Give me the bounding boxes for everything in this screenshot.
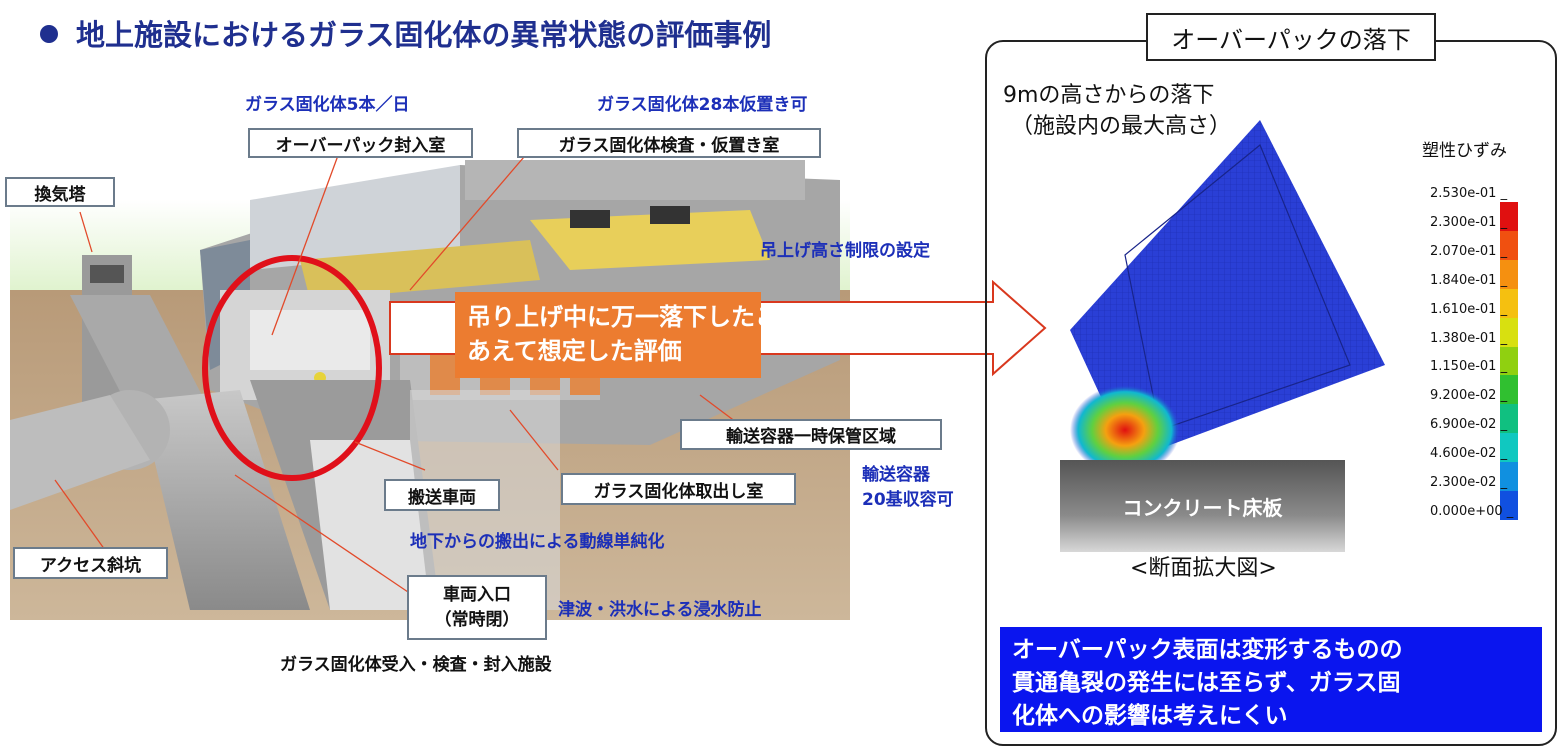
- transport-vehicle-label: 搬送車両: [384, 479, 500, 511]
- transport-capacity-note-2: 20基収容可: [862, 490, 954, 510]
- legend-color-swatch: [1500, 404, 1518, 434]
- inspection-room-label: ガラス固化体検査・仮置き室: [517, 128, 821, 158]
- legend-color-swatch: [1500, 346, 1518, 376]
- vehicle-entrance-line1: 車両入口: [443, 584, 511, 605]
- bullet-icon: [40, 25, 58, 43]
- legend-value: 0.000e+00 _: [1430, 503, 1514, 519]
- conclusion-line1: オーバーパック表面は変形するものの: [1012, 637, 1403, 663]
- fem-mesh-illustration: [1070, 120, 1385, 470]
- callout-line2: あえて想定した評価: [467, 337, 682, 365]
- transport-storage-label: 輸送容器一時保管区域: [680, 419, 942, 450]
- legend-color-swatch: [1500, 288, 1518, 318]
- vehicle-entrance-line2: （常時閉）: [434, 609, 520, 630]
- conclusion-line2: 貫通亀裂の発生には至らず、ガラス固: [1012, 670, 1401, 696]
- legend-color-swatch: [1500, 202, 1518, 231]
- transport-capacity-note-1: 輸送容器: [862, 465, 930, 485]
- drop-line1: 9mの高さからの落下: [1003, 83, 1215, 108]
- legend-value: 4.600e-02 _: [1430, 446, 1508, 462]
- panel-title: オーバーパックの落下: [1146, 13, 1436, 61]
- facility-caption: ガラス固化体受入・検査・封入施設: [280, 655, 552, 675]
- legend-color-swatch: [1500, 259, 1518, 289]
- lift-limit-note: 吊上げ高さ制限の設定: [760, 241, 930, 261]
- vehicle-entrance-label: 車両入口 （常時閉）: [407, 575, 547, 640]
- title-text: 地上施設におけるガラス固化体の異常状態の評価事例: [76, 18, 772, 52]
- conclusion-box: オーバーパック表面は変形するものの 貫通亀裂の発生には至らず、ガラス固 化体への…: [1000, 627, 1542, 732]
- legend-color-swatch: [1500, 491, 1518, 520]
- legend-value: 2.300e-02 _: [1430, 475, 1508, 490]
- drop-line2: （施設内の最大高さ）: [1011, 114, 1232, 139]
- callout-line1: 吊り上げ中に万一落下したことを: [467, 303, 827, 331]
- legend-value: 6.900e-02 _: [1430, 417, 1508, 433]
- concrete-floor: コンクリート床板: [1060, 460, 1345, 552]
- underground-note: 地下からの搬出による動線単純化: [410, 532, 665, 552]
- legend-color-swatch: [1500, 462, 1518, 492]
- legend-value: 2.530e-01 _: [1430, 186, 1508, 201]
- flood-note: 津波・洪水による浸水防止: [558, 600, 762, 620]
- conclusion-line3: 化体への影響は考えにくい: [1012, 703, 1288, 729]
- page-title: 地上施設におけるガラス固化体の異常状態の評価事例: [40, 12, 771, 54]
- drop-height-text: 9mの高さからの落下 （施設内の最大高さ）: [1003, 80, 1231, 142]
- legend-value: 9.200e-02 _: [1430, 388, 1508, 404]
- legend-value: 1.380e-01 _: [1430, 330, 1508, 346]
- legend-color-swatch: [1500, 317, 1518, 347]
- overpack-room-label: オーバーパック封入室: [248, 128, 473, 158]
- rate-note: ガラス固化体5本／日: [245, 95, 410, 115]
- legend-title: 塑性ひずみ: [1422, 141, 1507, 161]
- access-shaft-label: アクセス斜坑: [13, 547, 168, 579]
- legend-value: 2.070e-01 _: [1430, 243, 1508, 259]
- legend-color-swatch: [1500, 375, 1518, 405]
- legend-color-swatch: [1500, 230, 1518, 260]
- callout-box: 吊り上げ中に万一落下したことを あえて想定した評価: [455, 292, 827, 378]
- legend-value: 1.840e-01 _: [1430, 272, 1508, 288]
- section-label: <断面拡大図>: [1130, 556, 1277, 581]
- legend-value: 1.150e-01 _: [1430, 359, 1508, 375]
- legend-color-swatch: [1500, 433, 1518, 463]
- legend-value: 1.610e-01 _: [1430, 301, 1508, 317]
- extraction-room-label: ガラス固化体取出し室: [561, 473, 796, 505]
- legend-colorbar: [1500, 202, 1518, 520]
- ventilation-tower-label: 換気塔: [5, 177, 115, 207]
- storage-note: ガラス固化体28本仮置き可: [597, 95, 808, 115]
- legend-value: 2.300e-01 _: [1430, 214, 1508, 230]
